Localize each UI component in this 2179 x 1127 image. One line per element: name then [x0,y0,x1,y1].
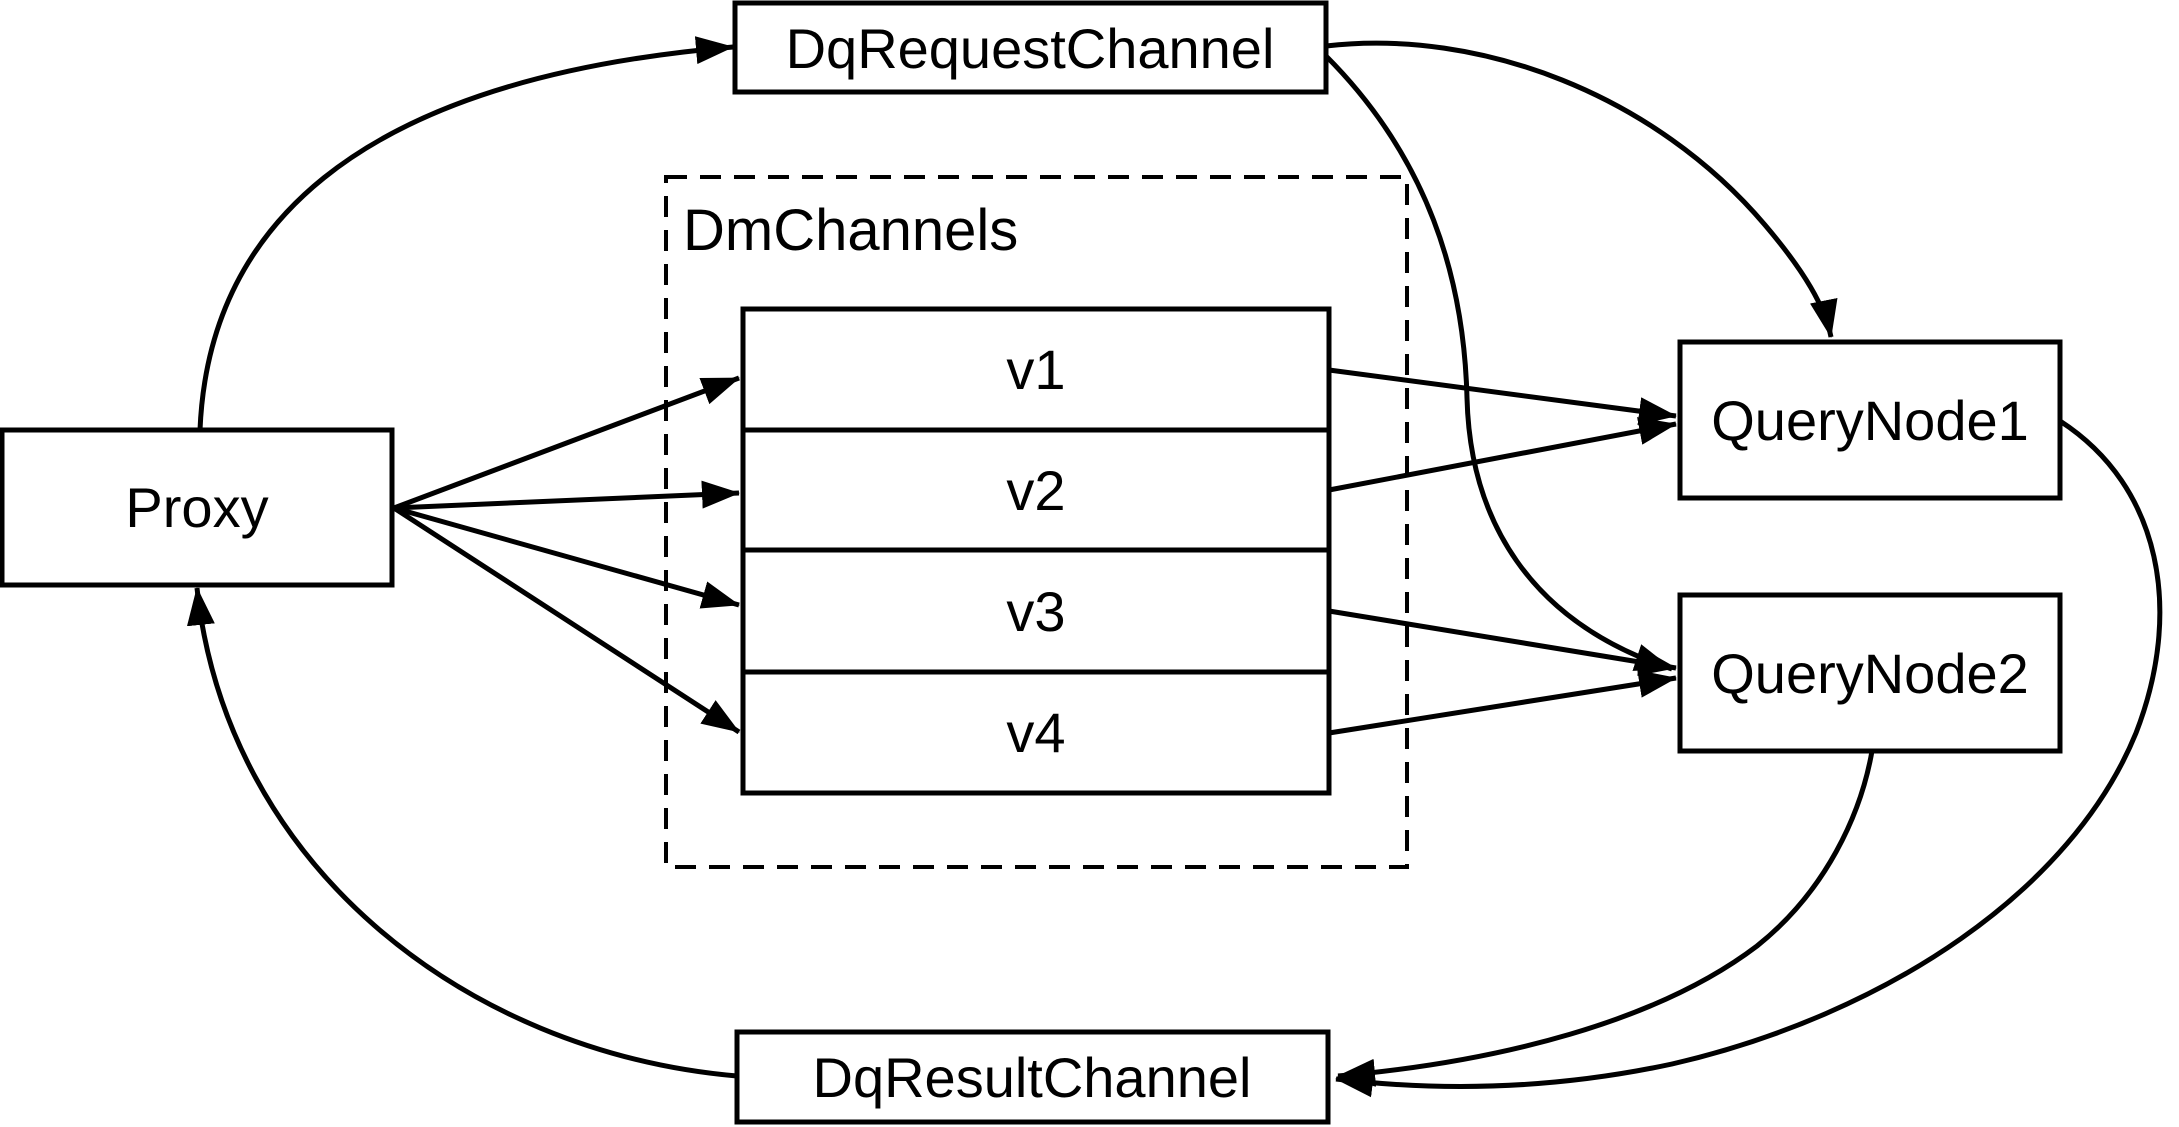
dq-result-channel-label: DqResultChannel [813,1046,1252,1109]
channel-row-v1: v1 [1006,338,1065,401]
edge-v1-to-querynode1 [1328,367,1677,426]
edge-dqrequestchannel-to-querynode1 [1325,40,1838,338]
channel-row-v3: v3 [1006,580,1065,643]
edge-dqresultchannel-to-proxy [187,587,738,1079]
edge-dqrequestchannel-to-querynode2 [1324,54,1673,672]
query-node2-label: QueryNode2 [1711,642,2029,705]
query-node1-box [1677,339,2063,501]
edge-layer [187,36,2163,1098]
dq-request-channel-label: DqRequestChannel [786,17,1275,80]
channel-row-v2: v2 [1006,459,1065,522]
dq-result-channel-node: DqResultChannel [734,1029,1331,1125]
proxy-label: Proxy [125,476,268,539]
edge-proxy-to-v4 [392,505,741,735]
dq-result-channel-box [734,1029,1331,1125]
proxy-node: Proxy [0,427,395,588]
dm-channels-group: DmChannels v1 v2 v3 v4 [664,175,1409,869]
edge-v4-to-querynode2 [1328,669,1677,736]
proxy-box [0,427,395,588]
query-node2-node: QueryNode2 [1677,592,2063,754]
edge-v3-to-querynode2 [1328,608,1677,676]
dm-channels-label: DmChannels [683,198,1018,263]
dq-request-channel-node: DqRequestChannel [732,0,1329,95]
edge-v2-to-querynode1 [1328,417,1677,493]
query-node1-node: QueryNode1 [1677,339,2063,501]
edge-querynode2-to-dqresultchannel [1337,750,1875,1087]
edge-proxy-to-dqrequestchannel [197,36,734,431]
query-node1-label: QueryNode1 [1711,389,2029,452]
channel-stack: v1 v2 v3 v4 [740,306,1332,796]
query-node2-box [1677,592,2063,754]
edge-querynode1-to-dqresultchannel [1335,418,2163,1098]
edge-proxy-to-v3 [393,505,740,609]
channel-row-v4: v4 [1006,701,1065,764]
dm-channels-border [664,175,1409,869]
edge-proxy-to-v2 [393,480,740,511]
dq-request-channel-box [732,0,1329,95]
edge-proxy-to-v1 [393,375,740,511]
